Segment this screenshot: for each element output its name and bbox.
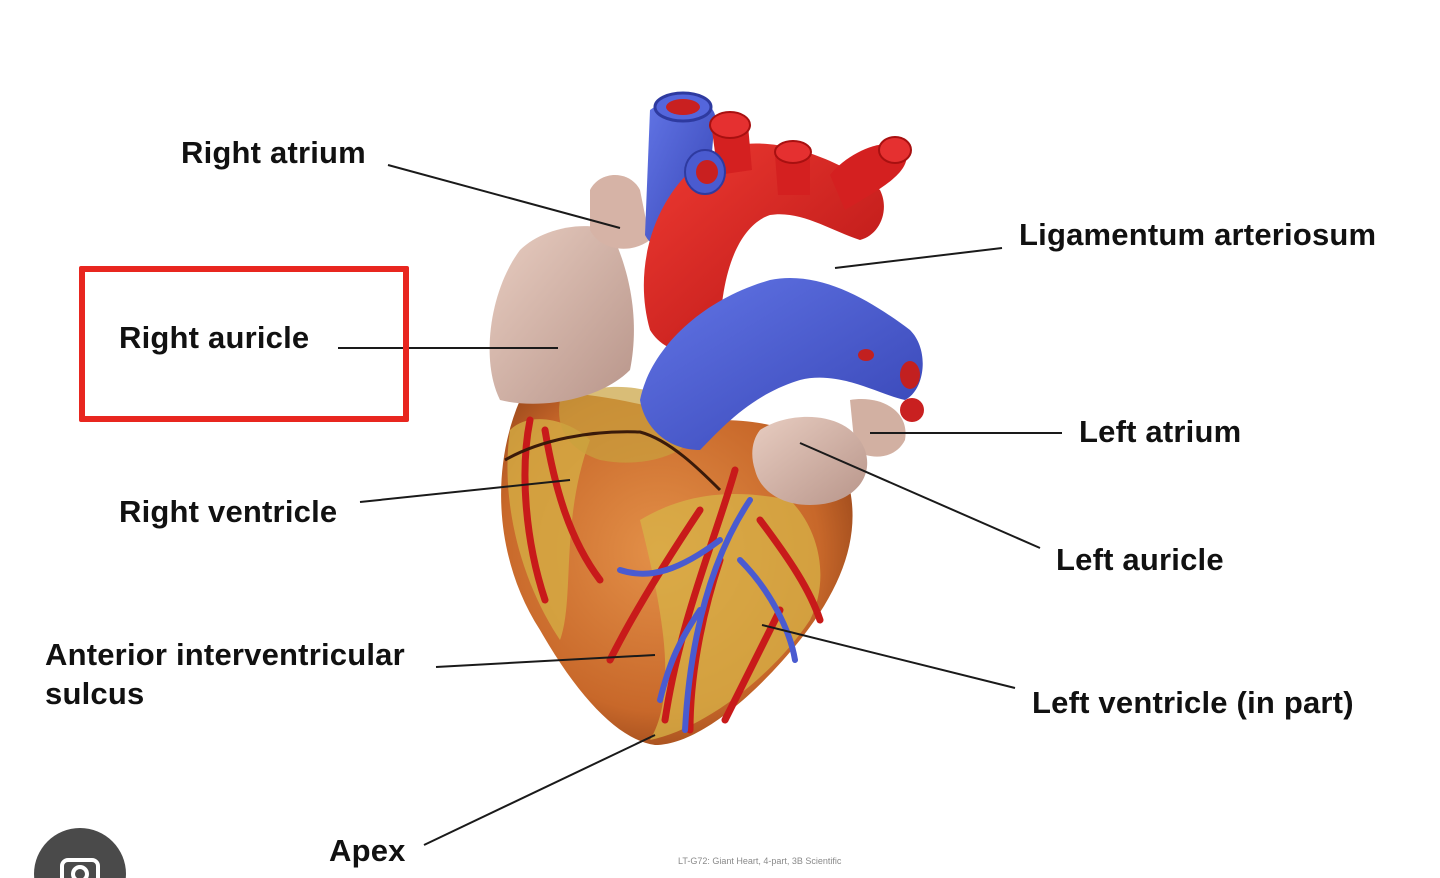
label-left-atrium: Left atrium <box>1079 414 1242 449</box>
leader-right-ventricle <box>359 479 571 503</box>
left-auricle-shape <box>752 416 868 505</box>
label-left-auricle: Left auricle <box>1056 542 1224 577</box>
left-atrium-shape <box>850 399 906 457</box>
leader-right-atrium <box>387 164 621 229</box>
label-anterior-sulcus-line2: sulcus <box>45 676 145 711</box>
fat-patch-right <box>640 494 821 740</box>
highlight-box <box>79 266 409 422</box>
camera-search-icon <box>60 858 100 878</box>
coronary-arteries <box>521 416 824 734</box>
image-credit: LT-G72: Giant Heart, 4-part, 3B Scientif… <box>678 856 842 866</box>
label-right-auricle: Right auricle <box>119 320 310 355</box>
right-auricle-shape <box>489 226 634 404</box>
label-left-ventricle: Left ventricle (in part) <box>1032 685 1354 720</box>
leader-apex <box>423 734 656 846</box>
leader-left-ventricle <box>761 624 1016 689</box>
coronary-veins <box>617 497 798 733</box>
aortic-arch <box>643 143 884 353</box>
label-right-ventricle: Right ventricle <box>119 494 338 529</box>
label-right-atrium: Right atrium <box>181 135 366 170</box>
leader-lines <box>338 164 1062 846</box>
label-ligamentum-arteriosum: Ligamentum arteriosum <box>1019 217 1377 252</box>
leader-anterior-sulcus <box>435 654 656 668</box>
label-apex: Apex <box>329 833 406 868</box>
right-atrium-shape <box>590 175 650 249</box>
leader-ligamentum <box>834 247 1003 269</box>
sulcus-line <box>504 430 722 492</box>
pulmonary-trunk <box>640 278 923 450</box>
label-anterior-sulcus-line1: Anterior interventricular <box>45 637 405 672</box>
leader-left-auricle <box>799 442 1041 549</box>
